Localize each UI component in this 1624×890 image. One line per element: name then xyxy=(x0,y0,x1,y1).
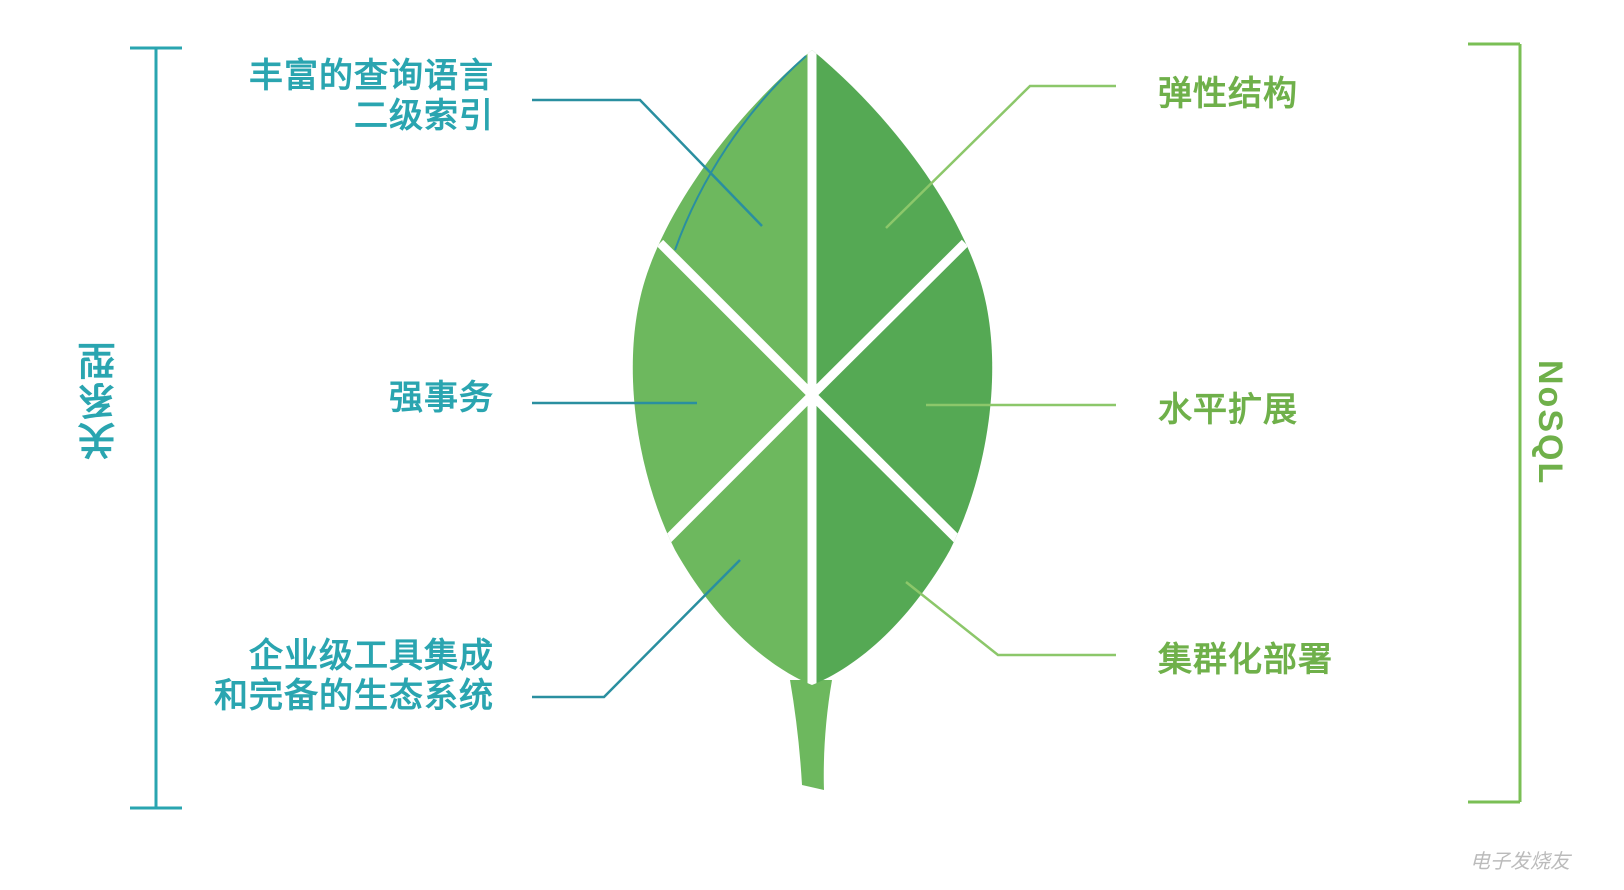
leaf-vein-upper-right xyxy=(808,239,969,399)
label-line: 水平扩展 xyxy=(1158,390,1298,430)
label-line: 和完备的生态系统 xyxy=(214,676,494,716)
label-flexible-schema: 弹性结构 xyxy=(1158,74,1298,114)
leaf-left-edge-accent xyxy=(674,55,807,251)
label-line: 强事务 xyxy=(389,378,494,418)
left-bracket xyxy=(130,46,182,810)
label-line: 集群化部署 xyxy=(1158,640,1333,680)
group-title-nosql: NoSQL xyxy=(1531,360,1569,486)
leader-line-cluster xyxy=(905,581,1116,657)
watermark: 电子发烧友 xyxy=(1470,849,1570,873)
label-line: 二级索引 xyxy=(354,96,494,136)
label-query-language: 丰富的查询语言 二级索引 xyxy=(249,56,494,136)
leaf-left-half xyxy=(632,50,812,685)
leader-line-flexible-schema xyxy=(885,84,1116,229)
label-enterprise-ecosystem: 企业级工具集成 和完备的生态系统 xyxy=(214,636,494,716)
leaf-vein-upper-left xyxy=(656,239,816,399)
label-strong-transaction: 强事务 xyxy=(389,378,494,418)
leaf-stem xyxy=(790,680,832,790)
leader-line-ecosystem xyxy=(532,559,741,699)
label-horizontal-scaling: 水平扩展 xyxy=(1158,390,1298,430)
label-line: 弹性结构 xyxy=(1158,74,1298,114)
label-line: 丰富的查询语言 xyxy=(249,56,494,96)
label-cluster-deployment: 集群化部署 xyxy=(1158,640,1333,680)
leader-line-query xyxy=(532,98,763,227)
label-line: 企业级工具集成 xyxy=(249,636,494,676)
right-bracket xyxy=(1468,42,1522,804)
group-title-relational: 关系型 xyxy=(78,340,122,460)
